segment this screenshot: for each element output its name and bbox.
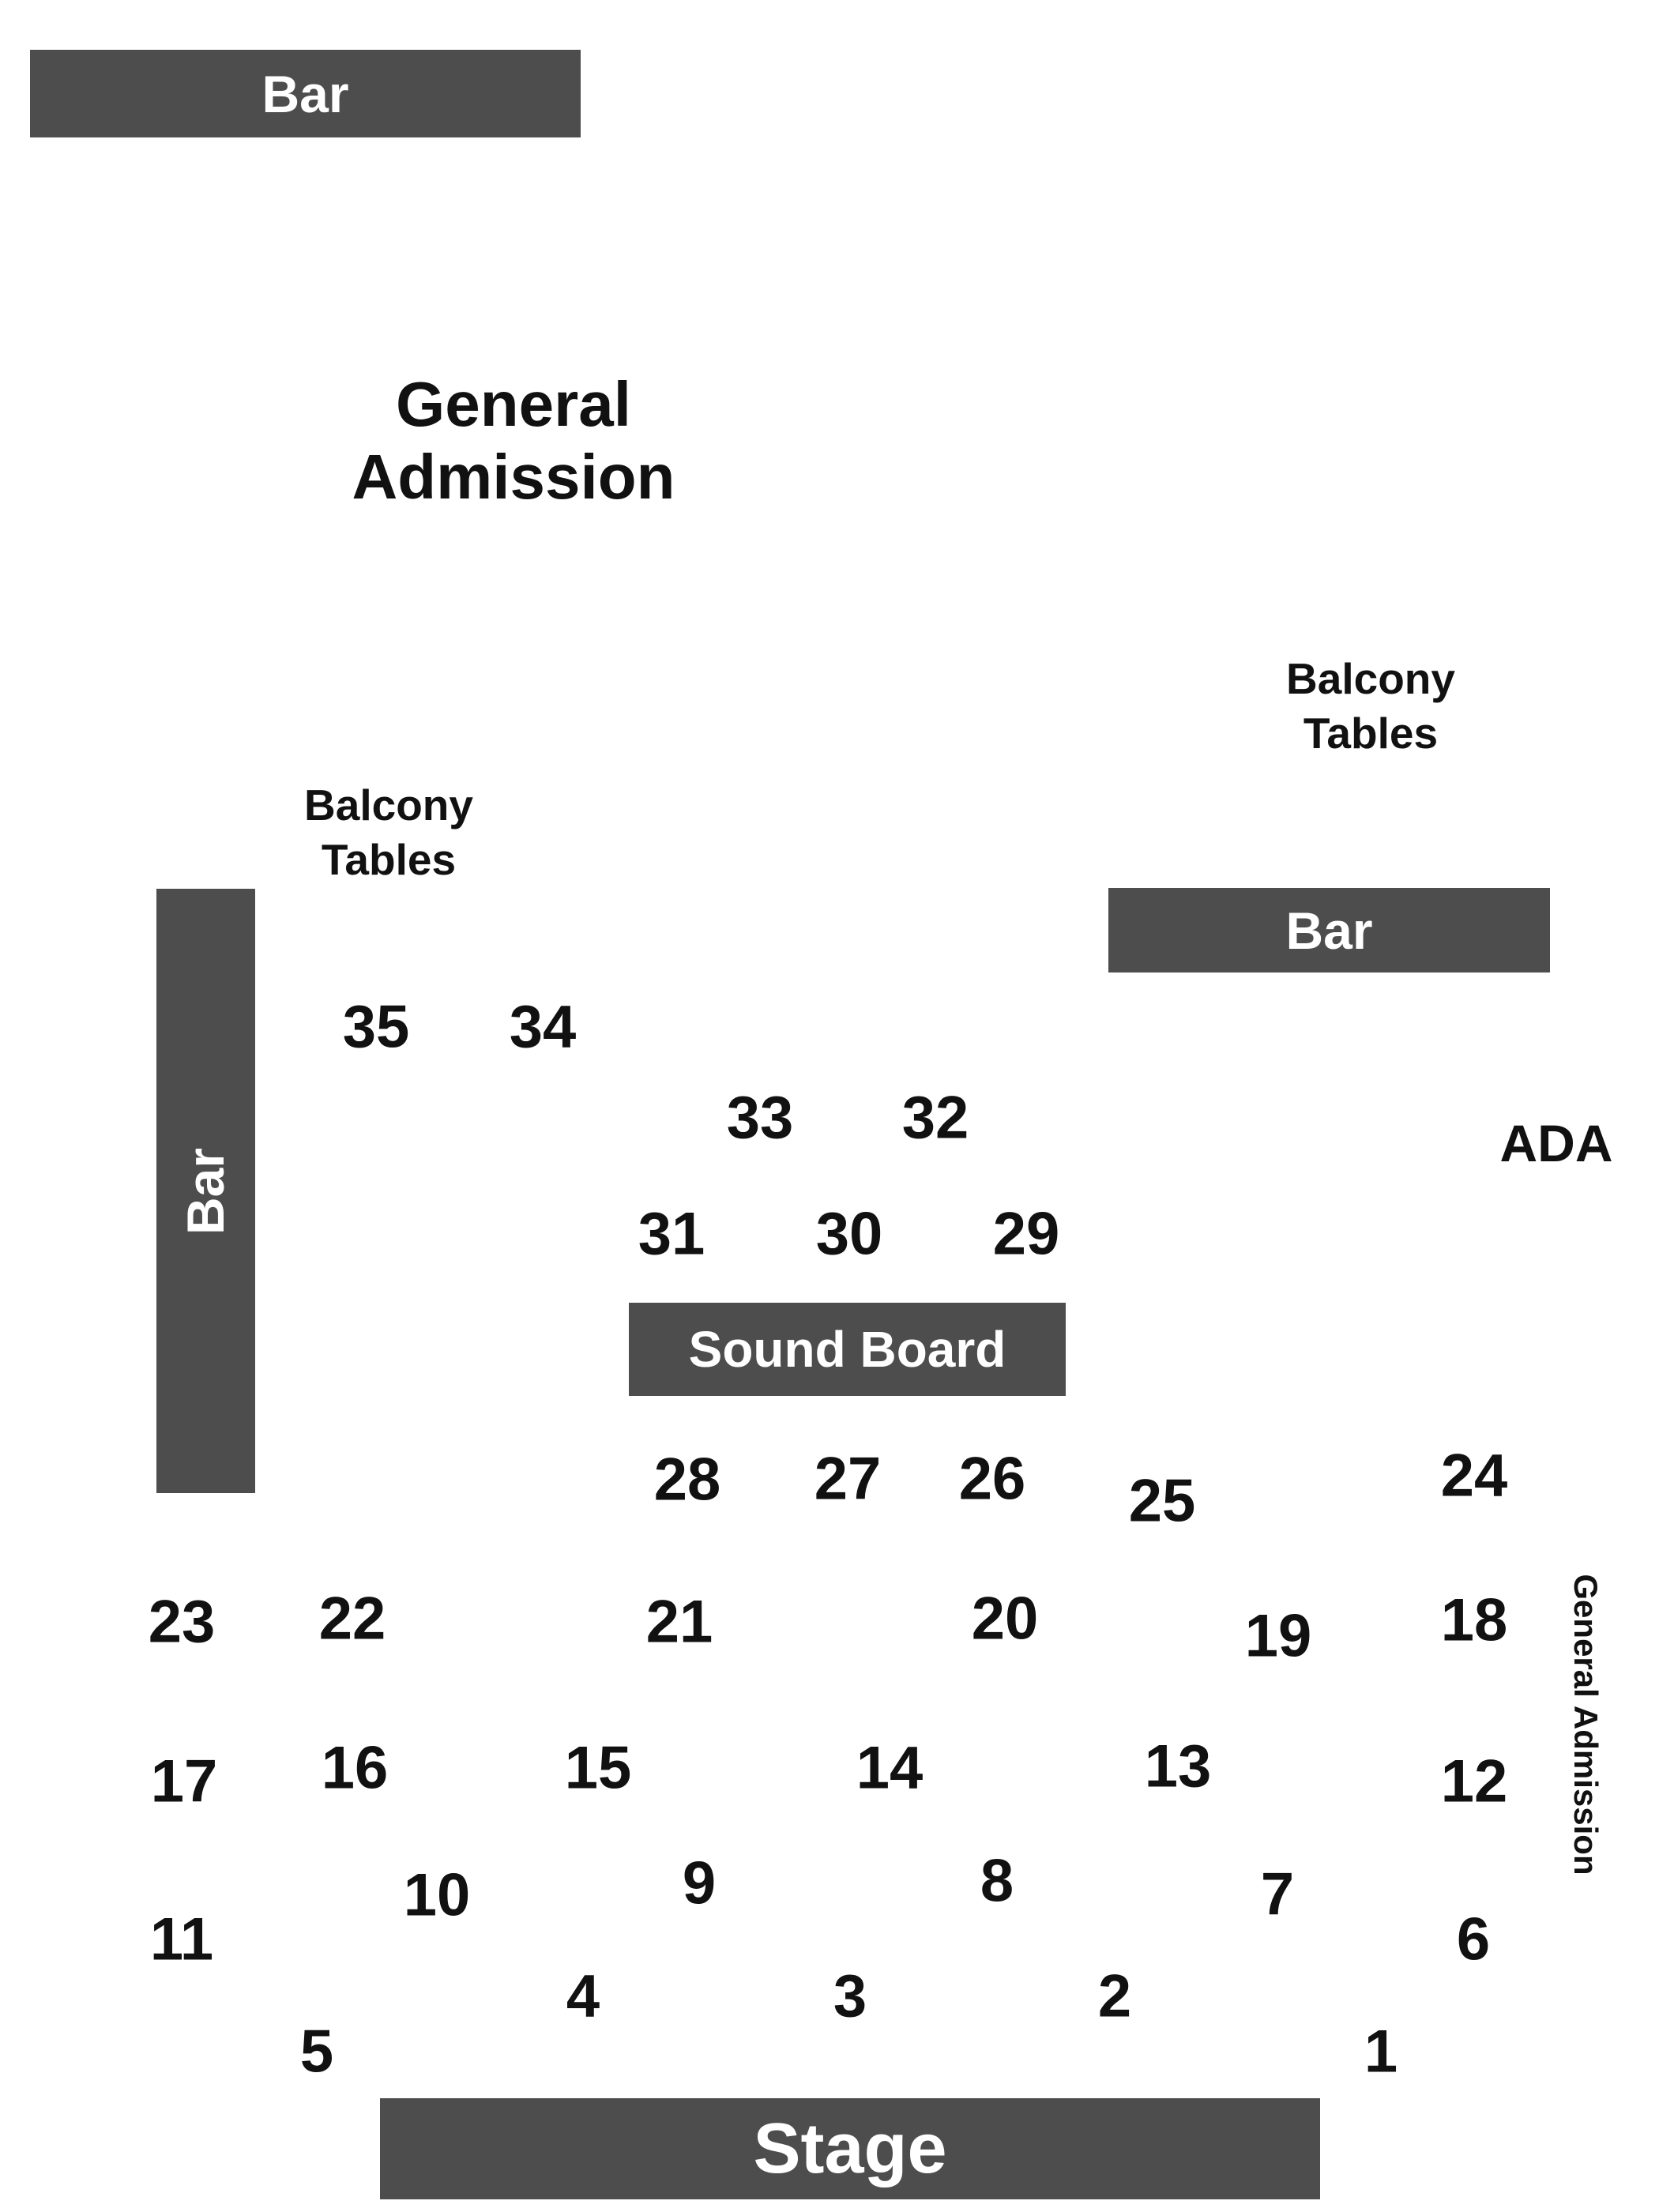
- balcony-tables-left-label[interactable]: Balcony Tables: [262, 778, 515, 887]
- balcony-left-line-1: Balcony: [304, 781, 473, 830]
- table-34[interactable]: 34: [509, 993, 577, 1061]
- table-30[interactable]: 30: [815, 1200, 883, 1268]
- table-18[interactable]: 18: [1440, 1586, 1508, 1654]
- table-5[interactable]: 5: [299, 2018, 334, 2086]
- table-14[interactable]: 14: [856, 1734, 924, 1802]
- table-26[interactable]: 26: [958, 1445, 1026, 1513]
- table-6[interactable]: 6: [1456, 1905, 1491, 1973]
- table-10[interactable]: 10: [403, 1861, 471, 1929]
- general-admission-line-1: General: [396, 369, 631, 439]
- table-9[interactable]: 9: [682, 1849, 717, 1917]
- table-16[interactable]: 16: [321, 1734, 389, 1802]
- table-27[interactable]: 27: [814, 1445, 882, 1513]
- table-12[interactable]: 12: [1440, 1747, 1508, 1815]
- balcony-right-line-1: Balcony: [1286, 654, 1455, 703]
- bar-top: Bar: [30, 50, 581, 137]
- table-35[interactable]: 35: [342, 993, 410, 1061]
- general-admission-label[interactable]: General Admission: [276, 368, 750, 514]
- table-23[interactable]: 23: [148, 1588, 216, 1656]
- table-2[interactable]: 2: [1097, 1962, 1132, 2030]
- table-32[interactable]: 32: [901, 1084, 969, 1152]
- bar-right: Bar: [1108, 888, 1550, 972]
- table-3[interactable]: 3: [833, 1962, 867, 2030]
- bar-left: Bar: [156, 889, 255, 1493]
- table-7[interactable]: 7: [1260, 1860, 1295, 1928]
- stage: Stage: [380, 2098, 1320, 2199]
- table-24[interactable]: 24: [1440, 1442, 1508, 1510]
- sound-board: Sound Board: [629, 1303, 1066, 1396]
- balcony-tables-right-label[interactable]: Balcony Tables: [1244, 652, 1497, 761]
- table-4[interactable]: 4: [566, 1962, 600, 2030]
- table-8[interactable]: 8: [980, 1847, 1014, 1915]
- ada-section-label[interactable]: ADA: [1499, 1114, 1613, 1172]
- table-31[interactable]: 31: [638, 1200, 705, 1268]
- table-15[interactable]: 15: [564, 1734, 632, 1802]
- balcony-left-line-2: Tables: [321, 834, 457, 884]
- bar-left-label: Bar: [176, 1147, 235, 1235]
- table-17[interactable]: 17: [150, 1747, 218, 1815]
- table-33[interactable]: 33: [726, 1084, 794, 1152]
- table-20[interactable]: 20: [971, 1585, 1039, 1653]
- balcony-right-line-2: Tables: [1303, 708, 1439, 758]
- general-admission-side-label[interactable]: General Admission: [1567, 1574, 1604, 1875]
- table-25[interactable]: 25: [1128, 1467, 1196, 1535]
- table-1[interactable]: 1: [1364, 2018, 1398, 2086]
- table-21[interactable]: 21: [645, 1588, 713, 1656]
- general-admission-line-2: Admission: [352, 442, 675, 512]
- table-28[interactable]: 28: [653, 1446, 721, 1514]
- table-13[interactable]: 13: [1144, 1732, 1212, 1800]
- table-11[interactable]: 11: [149, 1905, 214, 1973]
- table-22[interactable]: 22: [318, 1585, 386, 1653]
- table-29[interactable]: 29: [992, 1200, 1060, 1268]
- table-19[interactable]: 19: [1244, 1602, 1312, 1670]
